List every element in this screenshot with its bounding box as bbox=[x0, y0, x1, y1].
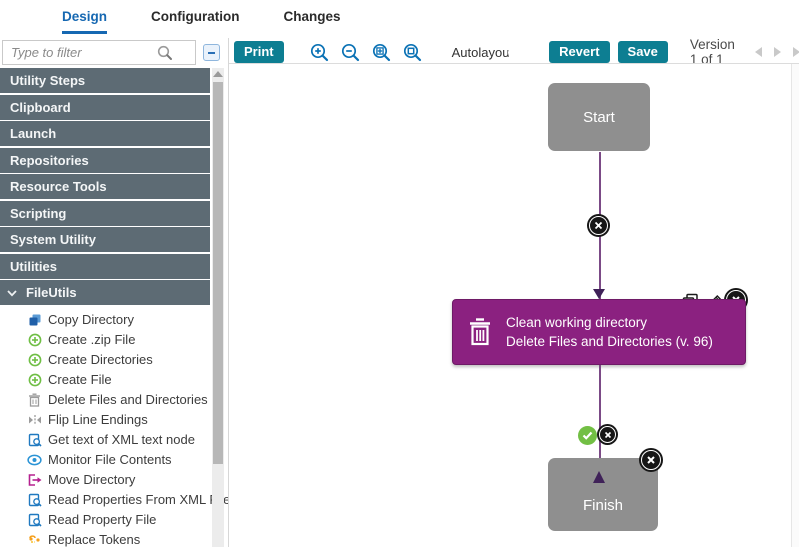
toggle-knob bbox=[508, 45, 522, 59]
section-clipboard[interactable]: Clipboard bbox=[0, 94, 210, 120]
print-button[interactable]: Print bbox=[234, 41, 284, 63]
step-title: Clean working directory bbox=[506, 315, 648, 330]
tab-configuration[interactable]: Configuration bbox=[151, 9, 240, 24]
workflow-panel: Print bbox=[228, 37, 799, 547]
connector-arrow-icon bbox=[593, 289, 605, 299]
item-label: Replace Tokens bbox=[48, 532, 141, 547]
version-navigation bbox=[754, 47, 799, 57]
palette-item-create-zip-file[interactable]: Create .zip File bbox=[0, 330, 210, 350]
step-node-clean-working-directory[interactable]: Clean working directory Delete Files and… bbox=[452, 299, 746, 365]
zoom-actual-icon[interactable] bbox=[401, 43, 424, 62]
finish-node[interactable]: Finish bbox=[548, 458, 658, 531]
save-button[interactable]: Save bbox=[617, 41, 668, 63]
canvas-toolbar: Print bbox=[229, 37, 799, 67]
item-label: Create Directories bbox=[48, 352, 153, 367]
item-label: Flip Line Endings bbox=[48, 412, 148, 427]
palette-item-flip-line-endings[interactable]: Flip Line Endings bbox=[0, 410, 210, 430]
item-label: Delete Files and Directories bbox=[48, 392, 208, 407]
next-version-icon[interactable] bbox=[773, 47, 781, 57]
copy-directory-icon bbox=[27, 312, 42, 327]
tab-changes[interactable]: Changes bbox=[283, 9, 341, 24]
tokens-icon bbox=[27, 532, 42, 547]
doc-search-icon bbox=[27, 432, 42, 447]
section-utilities[interactable]: Utilities bbox=[0, 253, 210, 279]
section-utility-steps[interactable]: Utility Steps bbox=[0, 68, 210, 93]
top-tab-bar: Design Configuration Changes bbox=[0, 0, 799, 38]
prev-version-icon[interactable] bbox=[754, 47, 762, 57]
tab-design[interactable]: Design bbox=[62, 9, 108, 34]
eye-icon bbox=[27, 452, 42, 467]
scrollbar-thumb[interactable] bbox=[213, 82, 223, 464]
trash-icon bbox=[27, 392, 42, 407]
doc-search-icon bbox=[27, 492, 42, 507]
canvas-scrollbar[interactable] bbox=[791, 64, 799, 547]
step-palette-panel: Utility Steps Clipboard Launch Repositor… bbox=[0, 38, 230, 550]
filter-box bbox=[2, 40, 196, 65]
zoom-fit-icon[interactable] bbox=[370, 43, 393, 62]
step-subtitle: Delete Files and Directories (v. 96) bbox=[506, 334, 713, 349]
zoom-out-icon[interactable] bbox=[339, 43, 362, 62]
palette-item-create-file[interactable]: Create File bbox=[0, 370, 210, 390]
sidebar-scrollbar[interactable] bbox=[212, 68, 224, 547]
move-icon bbox=[27, 472, 42, 487]
item-label: Create File bbox=[48, 372, 112, 387]
success-path-icon[interactable] bbox=[578, 426, 597, 445]
item-label: Move Directory bbox=[48, 472, 136, 487]
connector-line bbox=[599, 365, 601, 482]
item-label: Read Property File bbox=[48, 512, 157, 527]
item-label: Monitor File Contents bbox=[48, 452, 172, 467]
section-launch[interactable]: Launch bbox=[0, 121, 210, 146]
doc-search-icon bbox=[27, 512, 42, 527]
section-resource-tools[interactable]: Resource Tools bbox=[0, 174, 210, 199]
finish-node-label: Finish bbox=[582, 497, 623, 514]
revert-button[interactable]: Revert bbox=[549, 41, 610, 63]
section-system-utility[interactable]: System Utility bbox=[0, 227, 210, 252]
section-fileutils[interactable]: FileUtils bbox=[0, 280, 210, 305]
connector-arrow-icon bbox=[593, 471, 605, 483]
plus-circle-icon bbox=[27, 352, 42, 367]
section-label: FileUtils bbox=[26, 285, 77, 300]
palette-item-get-xml-text[interactable]: Get text of XML text node bbox=[0, 430, 210, 450]
palette-item-read-property-file[interactable]: Read Property File bbox=[0, 510, 210, 530]
palette-item-read-props-xml[interactable]: Read Properties From XML File bbox=[0, 490, 230, 510]
trash-icon bbox=[468, 317, 492, 347]
chevron-down-icon bbox=[6, 287, 18, 299]
remove-connector-icon[interactable] bbox=[589, 216, 608, 235]
item-label: Read Properties From XML File bbox=[48, 492, 231, 507]
palette-item-copy-directory[interactable]: Copy Directory bbox=[0, 310, 210, 330]
palette-item-create-directories[interactable]: Create Directories bbox=[0, 350, 210, 370]
fileutils-item-list: Copy Directory Create .zip File bbox=[0, 307, 230, 550]
autolayout-label: Autolayout bbox=[451, 44, 514, 60]
palette-item-monitor-file[interactable]: Monitor File Contents bbox=[0, 450, 210, 470]
item-label: Create .zip File bbox=[48, 332, 136, 347]
item-label: Get text of XML text node bbox=[48, 432, 195, 447]
scroll-up-icon[interactable] bbox=[213, 71, 223, 77]
filter-row bbox=[2, 40, 228, 68]
last-version-icon[interactable] bbox=[792, 47, 799, 57]
delete-node-icon[interactable] bbox=[641, 450, 661, 470]
palette-item-delete-files[interactable]: Delete Files and Directories bbox=[0, 390, 210, 410]
section-repositories[interactable]: Repositories bbox=[0, 147, 210, 173]
start-node[interactable]: Start bbox=[548, 83, 650, 151]
remove-connector-icon[interactable] bbox=[599, 426, 616, 443]
palette-item-move-directory[interactable]: Move Directory bbox=[0, 470, 210, 490]
flip-icon bbox=[27, 412, 42, 427]
plus-circle-icon bbox=[27, 372, 42, 387]
search-icon bbox=[157, 45, 173, 66]
palette-accordion: Utility Steps Clipboard Launch Repositor… bbox=[0, 68, 230, 550]
start-node-label: Start bbox=[583, 108, 615, 126]
workflow-canvas[interactable]: Start bbox=[229, 63, 799, 547]
palette-item-replace-tokens[interactable]: Replace Tokens bbox=[0, 530, 210, 550]
collapse-panel-icon[interactable] bbox=[203, 44, 220, 61]
section-scripting[interactable]: Scripting bbox=[0, 200, 210, 226]
item-label: Copy Directory bbox=[48, 312, 134, 327]
plus-circle-icon bbox=[27, 332, 42, 347]
filter-input[interactable] bbox=[3, 41, 163, 64]
zoom-in-icon[interactable] bbox=[308, 43, 331, 62]
